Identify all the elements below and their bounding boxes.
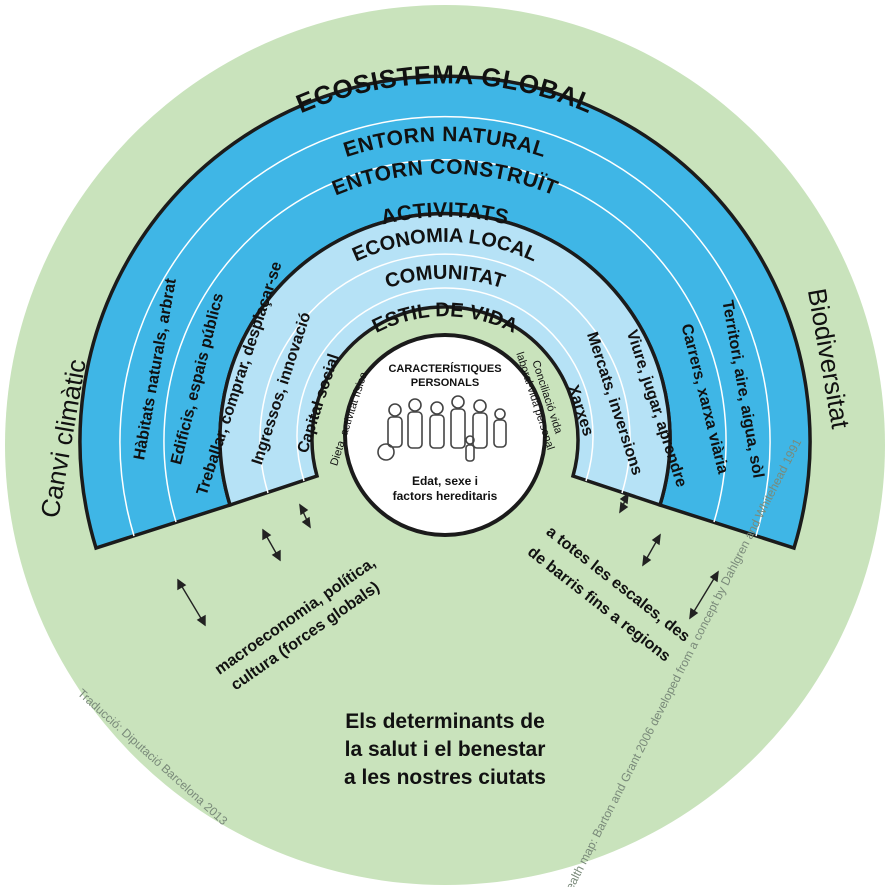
caption-line-2: la salut i el benestar [345,738,546,761]
ring-divider-1 [119,115,771,537]
center-title-2: PERSONALS [411,377,479,389]
ring-divider-2 [163,159,727,523]
center-title-1: CARACTERÍSTIQUES [388,362,501,375]
inner-blue-band [218,211,672,508]
center-sub-1: Edat, sexe i [412,474,478,488]
caption-line-3: a les nostres ciutats [344,766,546,789]
people-group-icon [377,395,507,462]
center-circle [343,333,547,537]
scale-arrows [177,492,719,627]
ring-divider-4 [296,287,594,482]
center-sub-2: factors hereditaris [393,489,498,503]
caption-line-1: Els determinants de [345,710,545,733]
ring-divider-3 [259,253,631,494]
